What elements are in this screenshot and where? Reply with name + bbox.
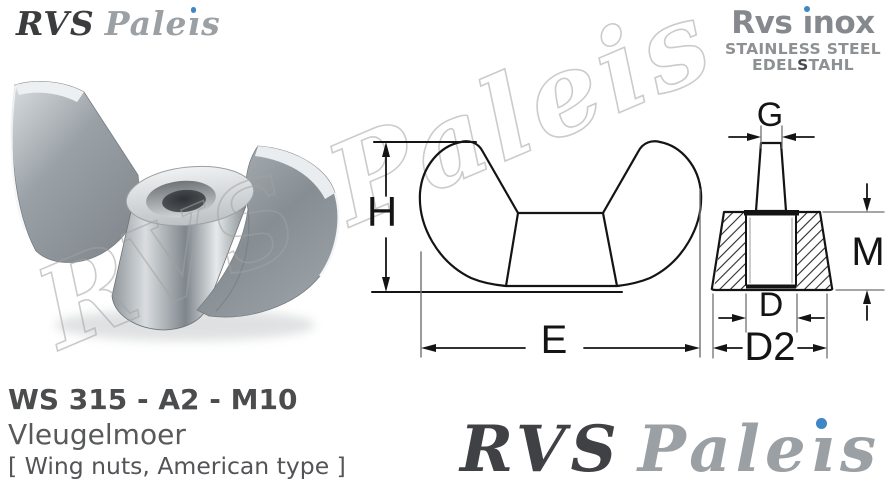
product-name-en: [ Wing nuts, American type ]	[8, 452, 346, 480]
render-left-wing-top-face	[15, 81, 84, 102]
dim-label-g: G	[757, 96, 783, 134]
render-right-wing-highlight	[319, 192, 340, 277]
header-logo-paleis-i: ı	[188, 4, 202, 43]
product-info: WS 315 - A2 - M10 Vleugelmoer [ Wing nut…	[8, 382, 346, 481]
render-right-wing-top-face	[255, 146, 335, 199]
dim-label-m: M	[851, 230, 884, 274]
product-name-nl: Vleugelmoer	[8, 418, 186, 451]
edelstahl-pre: EDEL	[751, 56, 798, 74]
render-bore-hole	[162, 189, 206, 213]
side-wing-stem	[754, 141, 788, 213]
dim-e: E	[420, 189, 701, 362]
edelstahl-post: TAHL	[808, 56, 854, 74]
side-view-drawing: G M D	[710, 96, 885, 369]
dim-label-d2: D2	[744, 325, 795, 369]
footer-logo-paleis-pre: Pale	[637, 412, 811, 486]
inox-logo-edelstahl: EDELSTAHL	[725, 57, 881, 73]
front-right-wing-outline	[601, 140, 703, 288]
dim-d: D	[718, 286, 825, 333]
product-code: WS 315 - A2 - M10	[8, 383, 298, 416]
side-bore-top-band	[744, 210, 799, 216]
dim-label-e: E	[541, 318, 568, 362]
dim-label-d: D	[759, 286, 784, 324]
front-view-drawing: H E	[367, 140, 703, 362]
header-logo-dotless-i: ı	[187, 4, 202, 43]
edelstahl-s: S	[797, 56, 809, 74]
side-bore-walls	[745, 215, 797, 286]
footer-logo-paleis-i: ı	[811, 412, 840, 486]
inox-wordmark-post: nox	[812, 5, 875, 41]
dim-g: G	[728, 96, 815, 149]
render-seam	[215, 207, 250, 312]
side-thread-lines	[749, 217, 793, 284]
dim-m: M	[822, 183, 885, 321]
header-logo-rvs: RVS	[16, 4, 95, 43]
inox-i-dot-icon	[804, 6, 811, 13]
footer-logo-paleis-post: s	[839, 412, 881, 486]
inox-wordmark-pre: Rvs	[731, 5, 803, 41]
side-body-outline	[710, 210, 834, 292]
wing-nut-3d-render	[10, 81, 340, 341]
logo-i-dot-icon	[190, 6, 197, 13]
dim-d2: D2	[712, 293, 828, 369]
front-body-trapezoid	[504, 211, 619, 288]
side-bore-bottom-band	[746, 284, 796, 289]
dim-h: H	[367, 142, 397, 292]
inox-dotless-i: ı	[802, 5, 814, 41]
dim-label-h: H	[367, 188, 397, 235]
header-logo-paleis-post: s	[201, 4, 221, 43]
footer-logo-i-dot-icon	[816, 417, 828, 429]
inox-wordmark-i: ı	[802, 5, 814, 41]
header-logo-paleis-pre: Pale	[104, 4, 188, 43]
inox-logo-stainless-steel: STAINLESS STEEL	[724, 40, 881, 58]
footer-logo-rvs: RVS	[459, 412, 622, 486]
render-left-wing-highlight	[10, 85, 27, 231]
